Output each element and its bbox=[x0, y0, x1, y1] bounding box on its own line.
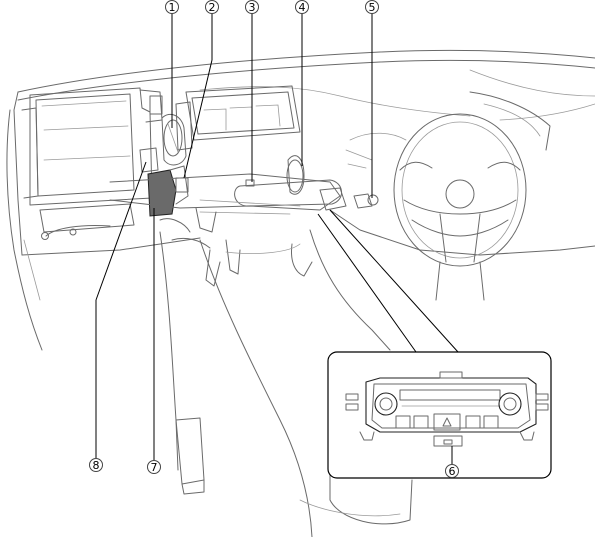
climate-panel-detail bbox=[317, 209, 552, 479]
callout-8-label: 8 bbox=[93, 459, 100, 472]
center-console bbox=[159, 229, 413, 538]
callout-5: 5 bbox=[365, 0, 379, 14]
callout-7-label: 7 bbox=[151, 461, 158, 474]
steering-wheel bbox=[345, 91, 551, 301]
callout-3-label: 3 bbox=[249, 1, 256, 14]
center-air-vents bbox=[175, 85, 301, 151]
callout-leaders bbox=[95, 13, 453, 464]
sensor-bracket bbox=[319, 187, 379, 211]
callout-7: 7 bbox=[147, 460, 161, 474]
callout-2-label: 2 bbox=[209, 1, 216, 14]
callout-2: 2 bbox=[205, 0, 219, 14]
heater-unit bbox=[161, 113, 187, 166]
callout-8: 8 bbox=[89, 458, 103, 472]
callout-5-label: 5 bbox=[369, 1, 376, 14]
callout-6-label: 6 bbox=[449, 465, 456, 478]
servo-motor bbox=[286, 155, 305, 195]
callout-1: 1 bbox=[165, 0, 179, 14]
cross-car-beam bbox=[109, 173, 342, 233]
callout-3: 3 bbox=[245, 0, 259, 14]
switch-module bbox=[139, 147, 189, 217]
callout-6: 6 bbox=[445, 464, 459, 478]
dashboard-outline bbox=[6, 49, 595, 351]
callout-4-label: 4 bbox=[299, 1, 306, 14]
callout-1-label: 1 bbox=[169, 1, 176, 14]
left-dash-structure bbox=[21, 87, 163, 240]
callout-4: 4 bbox=[295, 0, 309, 14]
